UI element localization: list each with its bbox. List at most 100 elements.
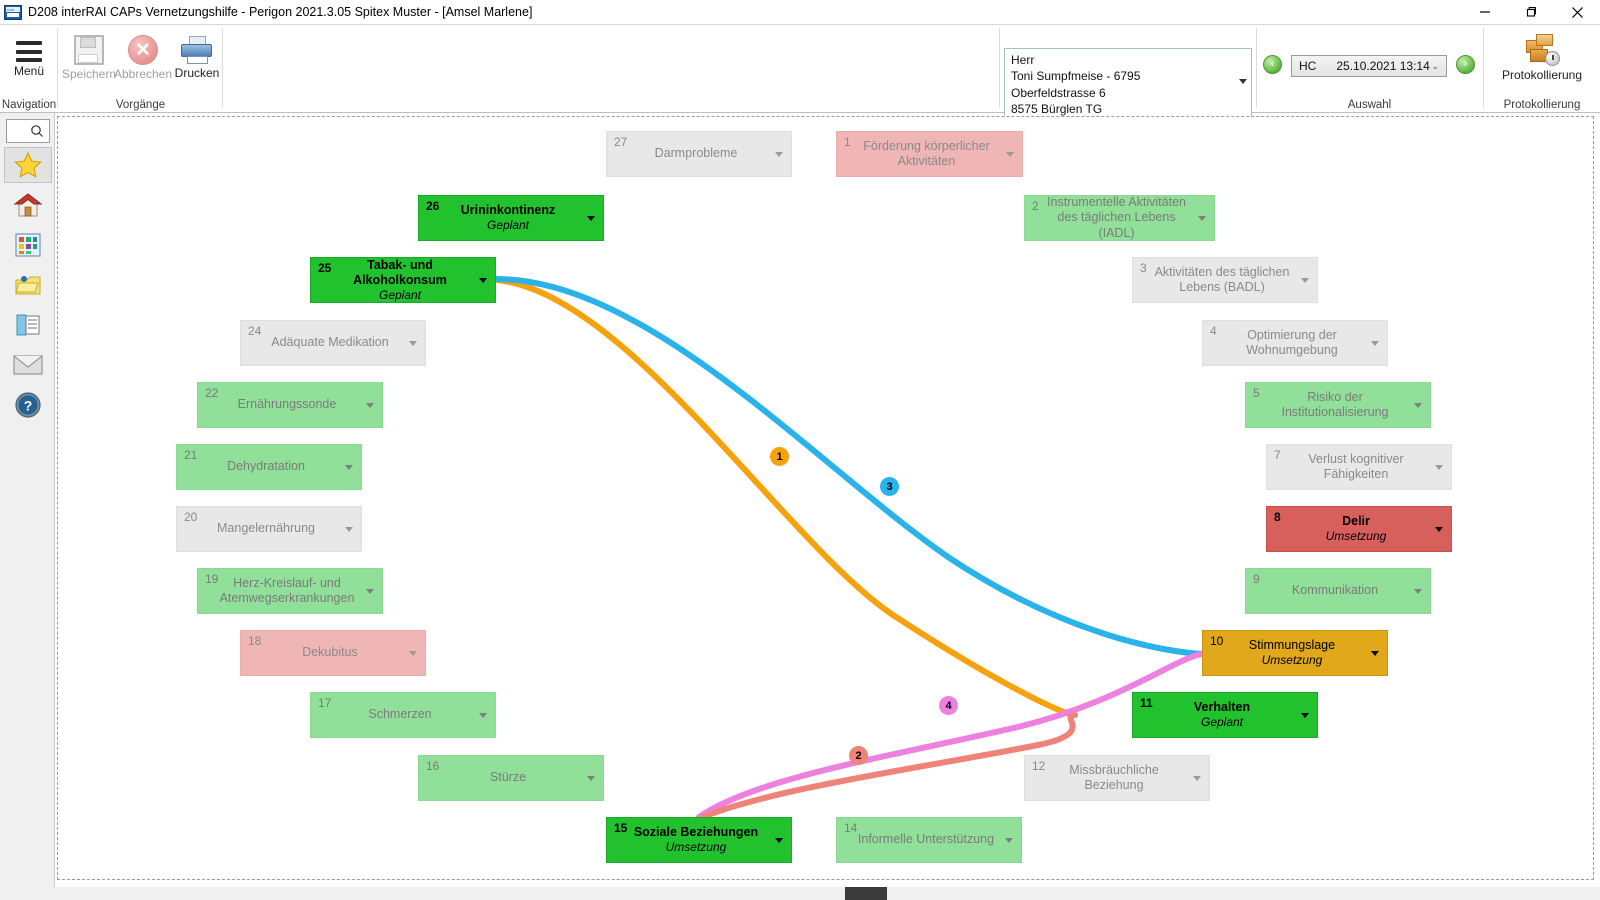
chevron-down-icon[interactable] <box>1371 651 1379 656</box>
node-title: Verhalten <box>1193 700 1251 715</box>
minimize-icon[interactable] <box>1462 0 1508 25</box>
previous-selection-icon[interactable]: ‹ <box>1263 55 1282 74</box>
chevron-down-icon[interactable] <box>345 465 353 470</box>
sidebar-item-modules[interactable] <box>4 227 52 263</box>
chevron-down-icon[interactable] <box>1301 278 1309 283</box>
hamburger-icon <box>16 41 42 62</box>
chevron-down-icon[interactable] <box>1435 527 1443 532</box>
horizontal-scrollbar[interactable] <box>0 887 1600 900</box>
address-dropdown-icon[interactable] <box>1239 79 1247 84</box>
chevron-down-icon[interactable] <box>1006 152 1014 157</box>
horizontal-scrollbar-thumb[interactable] <box>845 887 887 900</box>
chevron-down-icon[interactable] <box>587 776 595 781</box>
chevron-down-icon[interactable] <box>1435 465 1443 470</box>
sidebar-item-notes[interactable] <box>4 267 52 303</box>
close-icon[interactable] <box>1554 0 1600 25</box>
chevron-down-icon[interactable] <box>1414 403 1422 408</box>
node-body: Mangelernährung <box>177 507 361 551</box>
edge-3[interactable] <box>493 276 1205 657</box>
ribbon-group-caption-vorgaenge: Vorgänge <box>115 99 166 111</box>
chevron-down-icon[interactable]: ⌄ <box>1431 60 1439 71</box>
search-input[interactable] <box>6 119 50 143</box>
chevron-down-icon[interactable] <box>1193 776 1201 781</box>
cancel-button[interactable]: ✕ Abbrechen <box>114 31 172 81</box>
chevron-down-icon[interactable] <box>587 216 595 221</box>
chevron-down-icon[interactable] <box>366 589 374 594</box>
node-status: Umsetzung <box>1325 529 1387 544</box>
node-title: Urininkontinenz <box>460 203 556 218</box>
next-selection-icon[interactable]: › <box>1456 55 1475 74</box>
chevron-down-icon[interactable] <box>1301 713 1309 718</box>
edge-badge-1[interactable]: 1 <box>770 447 789 466</box>
sidebar-item-home[interactable] <box>4 187 52 223</box>
ribbon-group-caption-protokollierung: Protokollierung <box>1503 99 1581 111</box>
ribbon-divider-5 <box>1483 28 1484 108</box>
chevron-down-icon[interactable] <box>1371 341 1379 346</box>
sidebar-item-documents[interactable] <box>4 307 52 343</box>
edge-badge-3[interactable]: 3 <box>880 477 899 496</box>
chevron-down-icon[interactable] <box>409 651 417 656</box>
address-line-2: Toni Sumpfmeise - 6795 <box>1011 69 1141 84</box>
chevron-down-icon[interactable] <box>345 527 353 532</box>
node-number: 12 <box>1032 759 1046 773</box>
chevron-down-icon[interactable] <box>479 713 487 718</box>
maximize-icon[interactable] <box>1508 0 1554 25</box>
chevron-down-icon[interactable] <box>1005 838 1013 843</box>
chevron-down-icon[interactable] <box>409 341 417 346</box>
address-line-4: 8575 Bürglen TG <box>1011 101 1103 116</box>
edge-badge-4[interactable]: 4 <box>939 696 958 715</box>
protokollierung-button[interactable]: Protokollierung <box>1502 31 1582 82</box>
sidebar-item-favorites[interactable] <box>4 147 52 183</box>
node-number: 9 <box>1253 572 1260 586</box>
node-number: 24 <box>248 324 262 338</box>
sidebar-item-help[interactable]: ? <box>4 387 52 423</box>
menu-button[interactable]: Menü <box>0 33 58 78</box>
print-button[interactable]: Drucken <box>168 31 226 80</box>
address-field[interactable]: Herr Toni Sumpfmeise - 6795 Oberfeldstra… <box>1004 48 1252 118</box>
address-line-3: Oberfeldstrasse 6 <box>1011 85 1106 100</box>
chevron-down-icon[interactable] <box>1198 216 1206 221</box>
chevron-down-icon[interactable] <box>479 278 487 283</box>
sidebar-item-mail[interactable] <box>4 347 52 383</box>
chevron-down-icon[interactable] <box>775 152 783 157</box>
node-title: Verlust kognitiver Fähigkeiten <box>1308 451 1404 481</box>
chevron-down-icon[interactable] <box>366 403 374 408</box>
node-body: Adäquate Medikation <box>241 321 425 365</box>
edge-2[interactable] <box>700 712 1078 820</box>
edge-badge-2[interactable]: 2 <box>849 746 868 765</box>
selection-combobox[interactable]: HC 25.10.2021 13:14 ⌄ <box>1291 55 1447 77</box>
chevron-down-icon[interactable] <box>1414 589 1422 594</box>
save-button[interactable]: Speichern <box>60 31 118 81</box>
ribbon-group-caption-auswahl: Auswahl <box>1347 99 1392 111</box>
edge-1[interactable] <box>493 277 1078 718</box>
chevron-down-icon[interactable] <box>775 838 783 843</box>
node-number: 19 <box>205 572 219 586</box>
